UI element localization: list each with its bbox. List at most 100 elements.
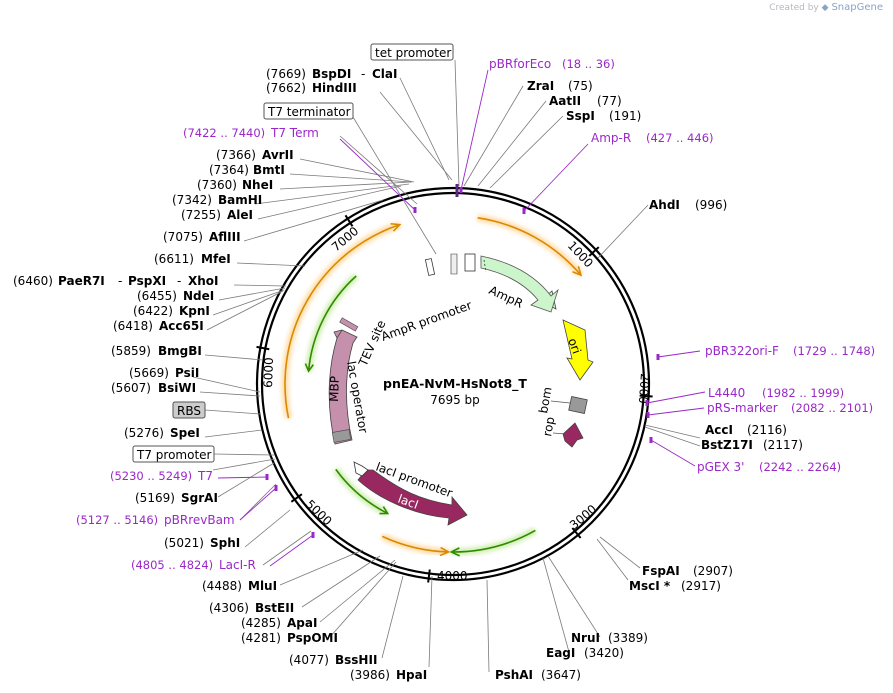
enzyme-pos-bsteii: (4306) [209,601,249,615]
leader-line [262,530,312,566]
primer-leader [657,350,701,358]
orf-arc-bottom-right-glow [451,527,538,556]
tick-mark [256,345,270,351]
enzyme-xhoi: XhoI [188,274,219,288]
enzyme-apai: ApaI [287,616,317,630]
enzyme-pos-pspomi: (4281) [241,631,281,645]
enzyme-sep: - [118,274,122,288]
enzyme-bsteii: BstEII [255,601,294,615]
enzyme-msci: MscI * [629,579,671,593]
primer-leader [217,476,268,479]
lac-operator-shape [331,429,352,443]
enzyme-pos-bsshii: (4077) [289,653,329,667]
leader-line [542,557,570,653]
primer-range-t7-term: (7422 .. 7440) [183,126,265,140]
orf-arc-left-head [390,222,402,232]
leader-line [489,115,564,189]
primer-range-laci-r: (4805 .. 4824) [131,558,213,572]
tick-mark [427,569,431,583]
leader-line [236,262,306,267]
bom-leader [550,400,571,404]
orf-arc-laci [335,468,389,515]
leader-line [239,483,277,521]
bom-label: bom [536,386,554,415]
leader-line [428,575,433,668]
enzyme-mlui: MluI [248,579,277,593]
orf-arc-top-right [477,217,582,276]
leader-line [547,555,601,638]
enzyme-pos-mfei: (6611) [154,252,194,266]
enzyme-sspi: SspI [566,109,595,123]
primer-mark [649,437,653,443]
primer-mark [265,474,269,480]
primer-mark [522,208,526,214]
orf-arc-left [284,223,401,419]
orf-arc-bottom [381,535,449,553]
rbs-label: RBS [177,404,201,418]
orf-arcs [281,214,584,557]
enzyme-pspomi: PspOMI [287,631,338,645]
enzyme-spei: SpeI [170,426,200,440]
leader-line [244,509,291,548]
enzyme-pos-hpai: (3986) [350,668,390,682]
enzyme-pos-fspai: (2907) [693,564,733,578]
leader-line [254,183,410,205]
tick-mark [344,214,354,227]
enzyme-pos-acc65i: (6418) [113,319,153,333]
leader-line [644,424,701,439]
enzyme-hpai: HpaI [396,668,427,682]
tick-label-4000: 4000 [437,569,468,583]
enzyme-bmti: BmtI [253,163,285,177]
enzyme-pos-kpni: (6422) [133,304,173,318]
leader-line [289,173,413,183]
enzyme-pos-sphi: (5021) [164,536,204,550]
primer-l4440: L4440 [708,386,745,400]
enzyme-pos-nrui: (3389) [608,631,648,645]
enzyme-mfei: MfeI [201,252,231,266]
enzyme-paer7i: PaeR7I [58,274,105,288]
leader-line [257,185,402,220]
enzyme-pos-bspdi: (7669) [266,67,306,81]
tick-mark [290,493,303,503]
primer-leader [239,487,277,521]
snapgene-logo-icon: ◆ [821,3,829,13]
enzyme-ndei: NdeI [183,289,214,303]
primer-leader [460,69,489,191]
enzyme-bsiwi: BsiWI [158,381,196,395]
primer-pbrforeco: pBRforEco [489,57,551,71]
leader-line [319,559,396,623]
hatched-feature-shape [450,253,458,275]
ampr-promoter-shape [464,253,476,272]
enzyme-acc65i: Acc65I [159,319,204,333]
primer-mark [274,485,278,491]
leader-line [192,376,261,393]
orf-arc-bottom-right [451,529,536,553]
enzyme-pos-avrii: (7366) [216,148,256,162]
primer-pgex3: pGEX 3' [697,460,744,474]
leader-line [454,59,460,187]
leader-line [212,289,285,316]
t7-promoter-box [132,445,215,463]
leader-line [599,536,641,569]
t7-promoter-label: T7 promoter [136,448,212,462]
feature-mbp [328,329,358,445]
primer-prs-marker: pRS-marker [707,401,778,415]
ori-label: ori [565,336,583,355]
enzyme-bspdi: BspDI [312,67,351,81]
laci-label: lacI [396,492,420,512]
feature-rop [562,422,584,448]
enzyme-fspai: FspAI [642,564,680,578]
leader-line [301,555,381,608]
primer-t7-term: T7 Term [270,126,319,140]
enzyme-pos-bamhi: (7342) [172,193,212,207]
primer-t7: T7 [197,469,213,483]
primer-mark [646,412,650,418]
leader-line [279,549,364,586]
enzyme-pos-psii: (5669) [129,366,169,380]
primer-laci-r: LacI-R [219,558,256,572]
feature-ori [562,319,594,381]
leader-line [596,538,629,581]
tev-site-shape [339,317,359,332]
plasmid-name: pnEA-NvM-HsNot8_T [383,376,527,392]
enzyme-pos-msci: (2917) [681,579,721,593]
